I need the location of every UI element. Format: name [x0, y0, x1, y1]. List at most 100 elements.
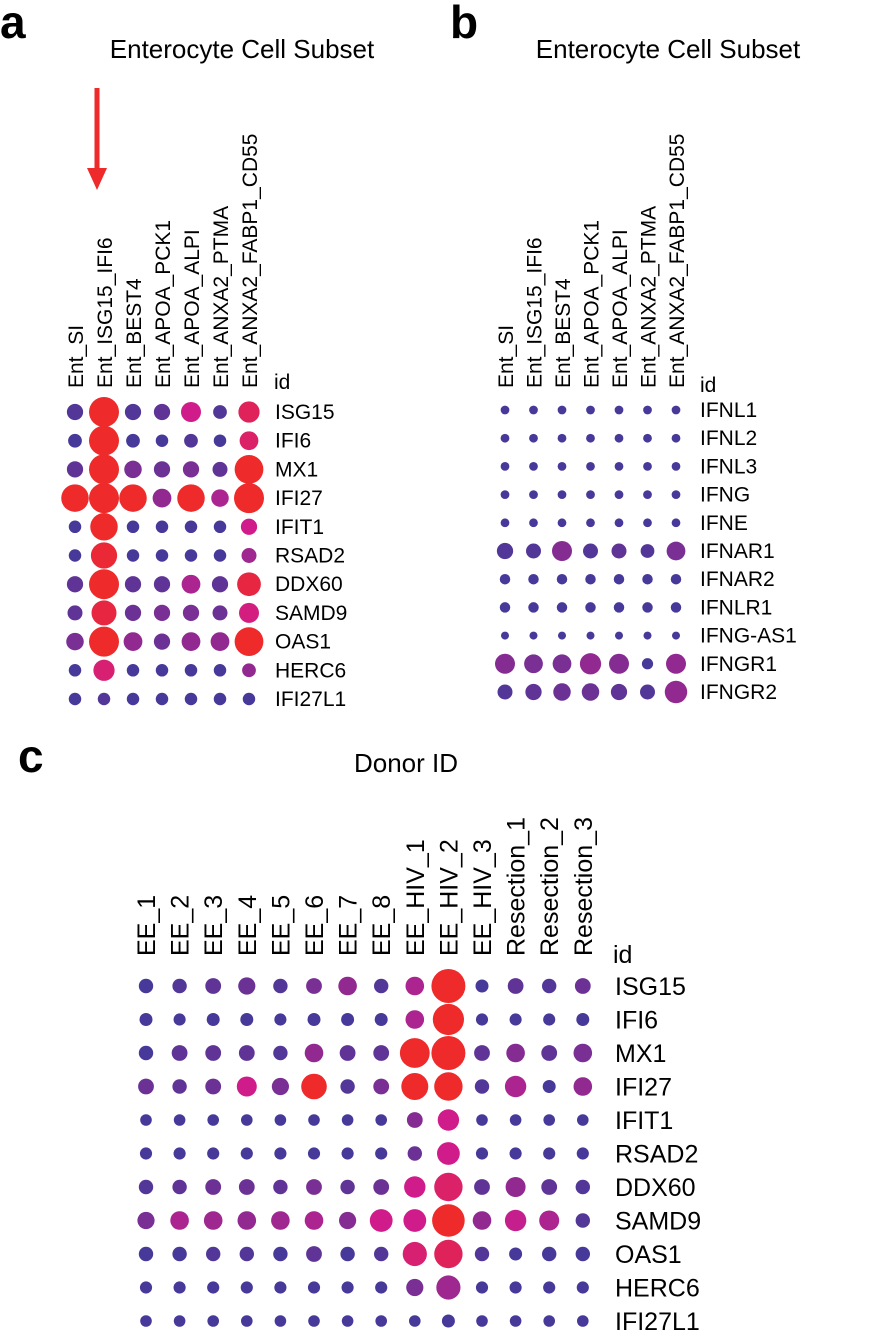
- dot: [529, 462, 538, 471]
- dot: [173, 1013, 186, 1026]
- dot: [138, 978, 154, 994]
- dot: [304, 1043, 324, 1063]
- row-label: RSAD2: [615, 1141, 698, 1169]
- dot: [500, 462, 510, 471]
- dot: [556, 573, 568, 585]
- dot: [528, 573, 539, 585]
- dot: [239, 431, 259, 451]
- row-label: IFI27L1: [275, 688, 346, 711]
- dot: [340, 1179, 355, 1195]
- dot: [475, 1147, 489, 1160]
- dot: [184, 549, 198, 562]
- dot: [576, 1281, 589, 1294]
- panel-a-dots: [61, 397, 264, 706]
- dot: [181, 632, 201, 651]
- dot: [138, 1246, 154, 1262]
- row-label: IFIT1: [615, 1107, 673, 1135]
- panel-c-row-labels: ISG15IFI6MX1IFI27IFIT1RSAD2DDX60SAMD9OAS…: [615, 973, 701, 1336]
- dot: [575, 1179, 590, 1195]
- dot: [173, 1147, 186, 1160]
- dot: [274, 1013, 287, 1026]
- dot: [670, 602, 682, 613]
- dot: [643, 462, 652, 471]
- dot: [274, 1315, 287, 1327]
- dot: [304, 1211, 324, 1230]
- dot: [124, 604, 142, 622]
- dot: [153, 604, 171, 622]
- column-label: Resection_1: [503, 817, 531, 956]
- row-label: IFNGR1: [700, 653, 777, 676]
- dot: [557, 433, 567, 443]
- dot: [91, 600, 117, 626]
- dot: [152, 488, 172, 508]
- row-label: IFNGR2: [700, 681, 777, 704]
- dot: [524, 654, 543, 674]
- dot: [205, 1078, 222, 1095]
- dot: [434, 1239, 463, 1269]
- dot: [611, 543, 627, 559]
- dot: [126, 433, 140, 448]
- dot: [375, 1114, 388, 1126]
- dot: [184, 692, 198, 706]
- dot: [576, 1013, 590, 1026]
- dot: [181, 574, 201, 594]
- dot: [436, 1275, 461, 1300]
- dot: [615, 631, 623, 640]
- dot: [341, 1147, 354, 1160]
- dot: [641, 658, 654, 670]
- row-label: IFNL2: [700, 427, 757, 450]
- dot: [271, 1211, 290, 1230]
- dot: [405, 1010, 425, 1029]
- panel-c-title: Donor ID: [354, 748, 458, 778]
- dot: [182, 461, 200, 478]
- column-label: Resection_3: [570, 817, 598, 956]
- dot: [441, 1314, 455, 1328]
- dot: [213, 692, 227, 706]
- dot: [153, 633, 171, 650]
- dot: [207, 1281, 220, 1294]
- dot: [240, 518, 258, 535]
- dot: [155, 692, 169, 706]
- dot: [211, 576, 229, 593]
- row-label: IFNL1: [700, 399, 757, 422]
- dot: [529, 405, 538, 415]
- dot: [273, 1179, 288, 1195]
- dot: [406, 1278, 424, 1297]
- dot: [671, 462, 681, 471]
- row-label: IFI27L1: [615, 1308, 700, 1336]
- dot: [173, 1114, 186, 1126]
- column-label: Resection_2: [536, 817, 564, 956]
- dot: [586, 631, 595, 640]
- dot: [89, 454, 119, 485]
- dot: [67, 605, 83, 621]
- dot: [339, 1211, 357, 1230]
- row-label: IFNLR1: [700, 596, 772, 619]
- dot: [614, 490, 624, 499]
- dot: [341, 1315, 354, 1327]
- dot: [375, 1315, 388, 1327]
- dot: [213, 520, 227, 534]
- panel-a-row-labels: ISG15IFI6MX1IFI27IFIT1RSAD2DDX60SAMD9OAS…: [275, 401, 347, 711]
- dot: [153, 461, 171, 478]
- dot: [173, 1315, 186, 1327]
- panel-c-id-header: id: [613, 941, 632, 969]
- dot: [138, 1078, 154, 1095]
- dot: [586, 405, 595, 415]
- dot: [585, 602, 596, 613]
- dot: [670, 573, 682, 585]
- dot: [509, 1315, 522, 1327]
- dot: [541, 1179, 558, 1195]
- dot: [642, 573, 653, 585]
- dot: [308, 1114, 320, 1126]
- dot: [273, 1246, 288, 1262]
- dot: [153, 576, 171, 593]
- dot: [500, 518, 510, 528]
- dot: [140, 1315, 152, 1327]
- dot: [184, 520, 198, 534]
- dot: [642, 602, 653, 613]
- dot: [573, 1077, 593, 1096]
- dot: [238, 977, 256, 995]
- dot: [338, 976, 357, 996]
